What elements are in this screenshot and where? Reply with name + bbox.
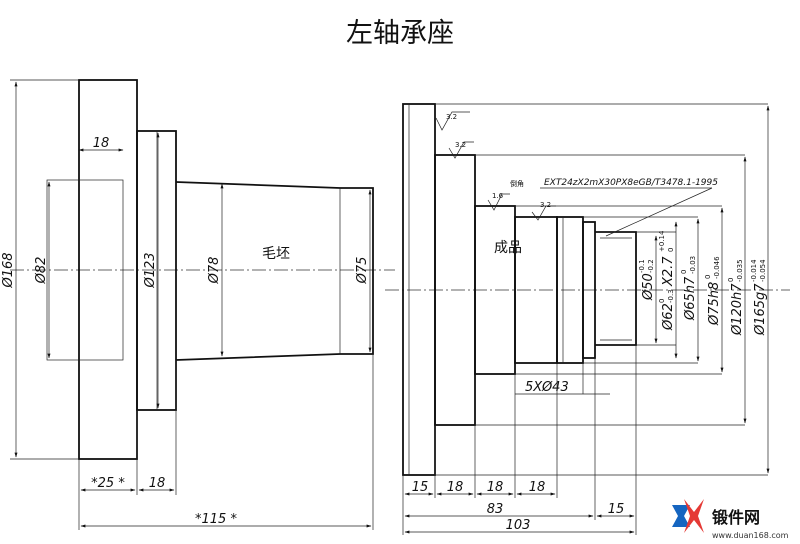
svg-text:3.2: 3.2 <box>455 141 466 149</box>
svg-text:-0.054: -0.054 <box>759 259 767 282</box>
roughness-symbol-3 <box>487 193 510 211</box>
svg-text:1.6: 1.6 <box>492 192 504 200</box>
dim-w18a: 18 <box>447 480 464 495</box>
dim-d75-finished: Ø75h8 0 -0.046 <box>704 256 722 326</box>
svg-text:Ø75h8: Ø75h8 <box>707 282 722 326</box>
dim-groove: 5XØ43 <box>525 380 569 395</box>
svg-text:+0.14: +0.14 <box>658 230 666 252</box>
svg-text:0: 0 <box>658 299 666 303</box>
dim-d62: Ø62 0 -0.3 X2.7 +0.14 0 <box>658 230 676 331</box>
svg-text:-0.1: -0.1 <box>638 259 646 273</box>
dim-d50: Ø50 -0.1 -0.2 <box>638 259 656 301</box>
chamfer-note: 倒角 <box>510 179 524 188</box>
logo-mark-blue <box>672 505 690 527</box>
dim-w18-bottom: 18 <box>149 476 166 491</box>
thread-note: EXT24zX2mX30PX8eGB/T3478.1-1995 <box>544 178 718 188</box>
svg-text:0: 0 <box>667 248 675 252</box>
dim-len103: 103 <box>506 518 531 533</box>
svg-text:0: 0 <box>680 270 688 274</box>
svg-text:X2.7: X2.7 <box>661 256 676 287</box>
svg-text:3.2: 3.2 <box>540 201 551 209</box>
logo-url: www.duan168.com <box>712 531 789 540</box>
finished-flange <box>402 103 436 476</box>
blank-bore <box>46 179 124 361</box>
roughness-symbol-1 <box>435 111 470 131</box>
drawing-title: 左轴承座 <box>346 18 454 49</box>
dim-w15a: 15 <box>412 480 429 495</box>
svg-text:3.2: 3.2 <box>446 113 457 121</box>
svg-text:Ø120h7: Ø120h7 <box>730 283 745 336</box>
site-logo: 锻件网 www.duan168.com <box>672 499 789 540</box>
blank-body <box>175 181 374 361</box>
svg-text:-0.046: -0.046 <box>713 256 721 279</box>
svg-text:-0.2: -0.2 <box>647 259 655 273</box>
dim-w15b: 15 <box>608 502 625 517</box>
dim-w18c: 18 <box>529 480 546 495</box>
dim-d168: Ø168 <box>1 252 16 288</box>
dim-d120: Ø120h7 0 -0.035 <box>727 259 745 336</box>
dim-w18b: 18 <box>487 480 504 495</box>
blank-step <box>136 130 177 411</box>
logo-brand: 锻件网 <box>712 508 760 527</box>
svg-text:Ø50: Ø50 <box>641 273 656 301</box>
svg-text:0: 0 <box>727 278 735 282</box>
svg-text:0: 0 <box>704 275 712 279</box>
blank-label: 毛坯 <box>262 246 290 262</box>
dim-d78: Ø78 <box>207 257 222 285</box>
dim-w115: *115 * <box>195 512 237 527</box>
dim-d165: Ø165g7 -0.014 -0.054 <box>750 259 768 336</box>
svg-text:Ø165g7: Ø165g7 <box>753 283 768 336</box>
finished-label: 成品 <box>494 240 522 256</box>
dim-d75: Ø75 <box>355 257 370 285</box>
dim-w18-top: 18 <box>93 136 110 151</box>
dim-d82: Ø82 <box>34 257 49 285</box>
svg-text:-0.035: -0.035 <box>736 259 744 282</box>
dim-d123: Ø123 <box>143 252 158 288</box>
svg-text:Ø62: Ø62 <box>661 303 676 331</box>
dim-len83: 83 <box>487 502 504 517</box>
blank-view: Ø168 Ø82 Ø123 Ø78 Ø75 毛坯 18 *25 * 18 *11… <box>1 79 395 530</box>
finished-view: 成品 EXT24zX2mX30PX8eGB/T3478.1-1995 3.2 3… <box>385 103 790 535</box>
svg-text:-0.3: -0.3 <box>667 289 675 303</box>
logo-mark-red <box>684 499 704 533</box>
svg-text:-0.014: -0.014 <box>750 259 758 282</box>
dim-w25: *25 * <box>91 476 125 491</box>
roughness-symbol-2 <box>448 141 474 159</box>
svg-text:Ø65h7: Ø65h7 <box>683 276 698 321</box>
dim-d65: Ø65h7 0 -0.03 <box>680 256 698 321</box>
finished-thread <box>595 231 637 346</box>
svg-text:-0.03: -0.03 <box>689 256 697 274</box>
